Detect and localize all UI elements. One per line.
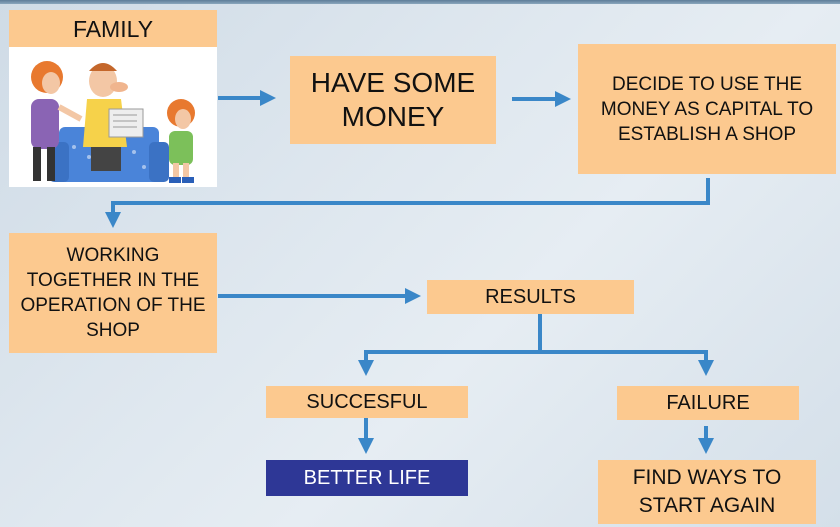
failure-box: FAILURE <box>617 386 799 420</box>
decide-label: DECIDE TO USE THE MONEY AS CAPITAL TO ES… <box>600 73 814 145</box>
working-box: WORKING TOGETHER IN THE OPERATION OF THE… <box>9 233 217 353</box>
have-money-box: HAVE SOME MONEY <box>290 56 496 144</box>
successful-label: SUCCESFUL <box>306 390 428 413</box>
arrow-decide-to-working <box>105 178 710 228</box>
working-label: WORKING TOGETHER IN THE OPERATION OF THE… <box>20 245 206 341</box>
successful-box: SUCCESFUL <box>266 386 468 418</box>
results-label: RESULTS <box>485 285 576 308</box>
decide-box: DECIDE TO USE THE MONEY AS CAPITAL TO ES… <box>578 44 836 174</box>
family-cartoon-icon <box>9 47 217 187</box>
arrow-results-to-successful <box>358 350 540 376</box>
results-box: RESULTS <box>427 280 634 314</box>
arrow-results-to-failure <box>540 350 714 376</box>
find-ways-box: FIND WAYS TO START AGAIN <box>598 460 816 524</box>
family-label-box: FAMILY <box>9 10 217 48</box>
better-life-label: BETTER LIFE <box>303 466 431 489</box>
top-border <box>0 0 840 4</box>
find-ways-label: FIND WAYS TO START AGAIN <box>632 466 782 517</box>
failure-label: FAILURE <box>666 391 750 414</box>
have-money-label: HAVE SOME MONEY <box>310 67 476 132</box>
family-label: FAMILY <box>72 15 154 42</box>
better-life-box: BETTER LIFE <box>266 460 468 496</box>
